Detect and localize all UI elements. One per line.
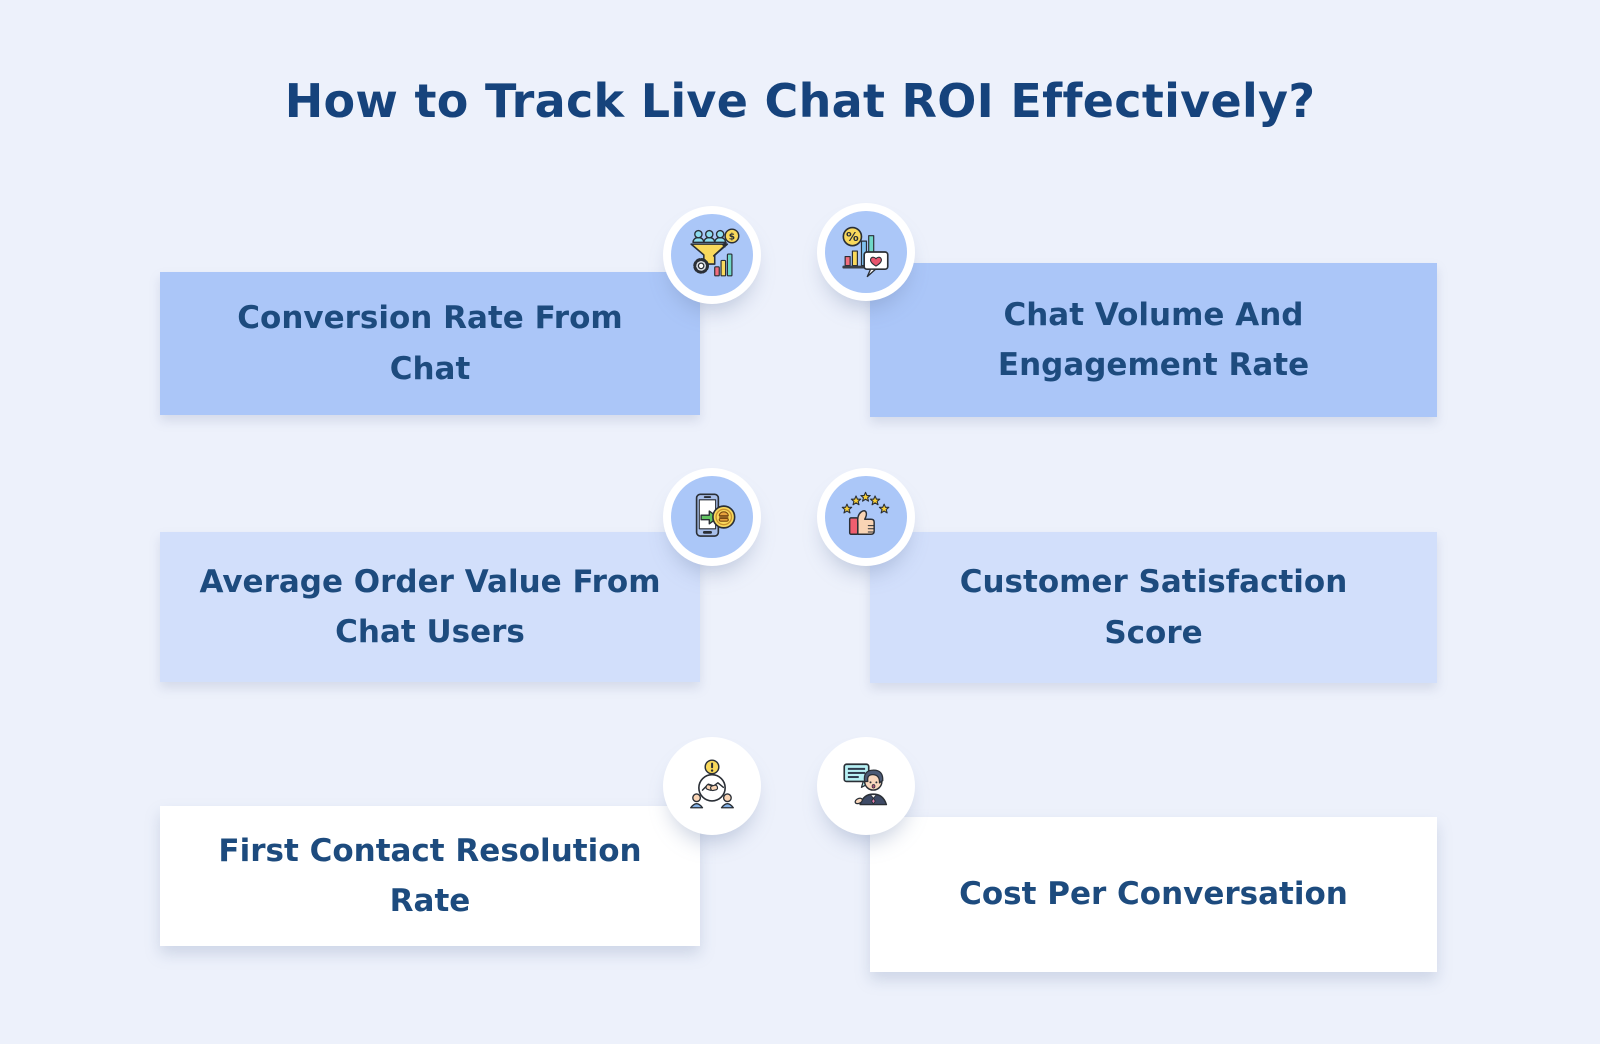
average-order-value-icon-svg bbox=[695, 493, 736, 537]
card-label-line: Chat Volume And bbox=[1003, 296, 1304, 333]
card-first-contact-resolution: First Contact Resolution Rate bbox=[160, 806, 700, 946]
chat-volume-engagement-icon: % bbox=[825, 211, 907, 293]
card-chat-volume-engagement: Chat Volume And Engagement Rate bbox=[870, 263, 1437, 417]
card-label-line: Score bbox=[1104, 614, 1203, 651]
card-label-line: Chat Users bbox=[335, 614, 525, 650]
customer-satisfaction-icon-svg bbox=[841, 491, 890, 535]
card-label-line: Average Order Value From bbox=[199, 563, 661, 600]
card-conversion-rate-from-chat: Conversion Rate From Chat bbox=[160, 272, 700, 415]
card-cost-per-conversation: Cost Per Conversation bbox=[870, 817, 1437, 972]
cost-per-conversation-icon-svg bbox=[843, 763, 888, 806]
customer-satisfaction-icon bbox=[825, 476, 907, 558]
card-label-line: Cost Per Conversation bbox=[959, 876, 1348, 913]
first-contact-resolution-icon-svg bbox=[690, 759, 734, 809]
conversion-funnel-icon: $ bbox=[671, 214, 753, 296]
page-title: How to Track Live Chat ROI Effectively? bbox=[284, 74, 1316, 128]
svg-text:%: % bbox=[846, 229, 859, 244]
card-label-line: Rate bbox=[389, 883, 471, 919]
card-label-line: First Contact Resolution bbox=[218, 832, 642, 869]
average-order-value-icon bbox=[671, 476, 753, 558]
svg-text:$: $ bbox=[729, 233, 735, 243]
card-label-line: Conversion Rate From bbox=[237, 300, 623, 337]
conversion-funnel-icon-svg: $ bbox=[690, 228, 740, 277]
card-label-line: Chat bbox=[389, 350, 471, 387]
card-label-line: Customer Satisfaction bbox=[959, 564, 1348, 601]
first-contact-resolution-icon bbox=[671, 745, 753, 827]
card-customer-satisfaction: Customer Satisfaction Score bbox=[870, 532, 1437, 683]
card-label-line: Engagement Rate bbox=[997, 347, 1310, 383]
cost-per-conversation-icon bbox=[825, 745, 907, 827]
chat-volume-engagement-icon-svg: % bbox=[842, 226, 889, 278]
card-average-order-value: Average Order Value From Chat Users bbox=[160, 532, 700, 682]
